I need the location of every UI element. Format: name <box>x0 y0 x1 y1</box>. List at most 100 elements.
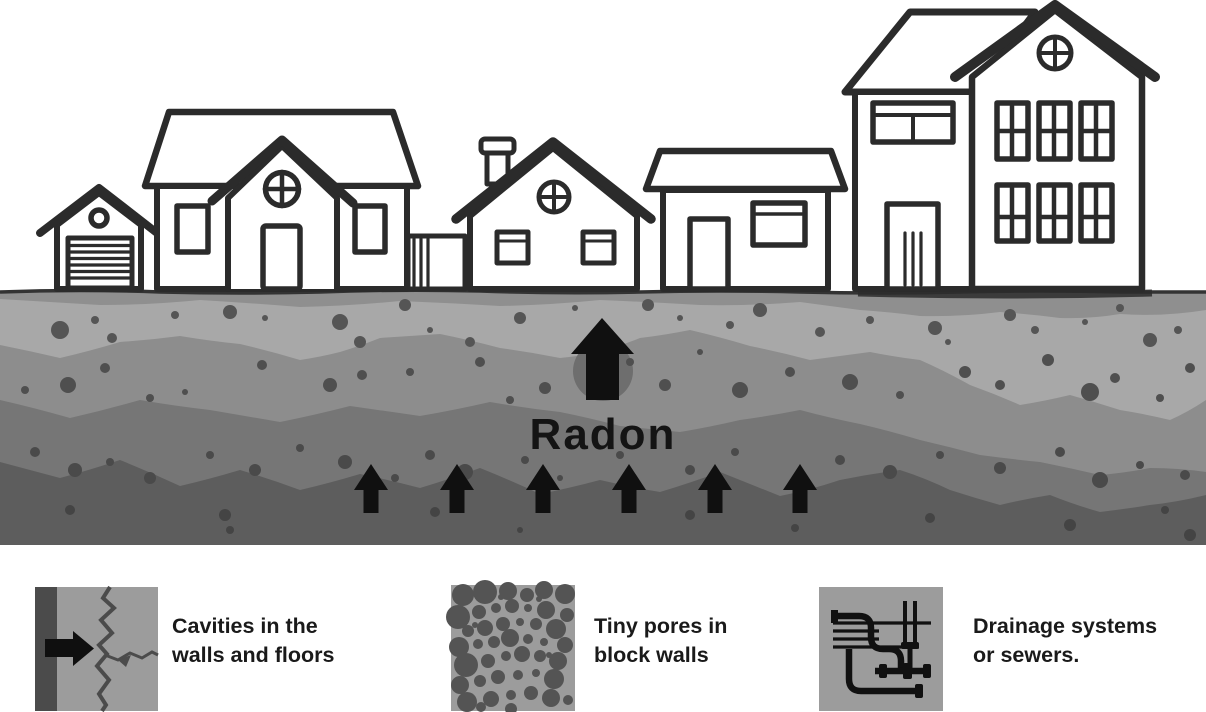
speckle <box>521 456 529 464</box>
speckle <box>1180 470 1190 480</box>
speckle <box>472 605 486 619</box>
speckle <box>296 444 304 452</box>
house-family <box>141 108 468 292</box>
speckle <box>65 505 75 515</box>
speckle <box>68 463 82 477</box>
speckle <box>505 703 517 712</box>
speckle <box>501 651 511 661</box>
speckle <box>106 458 114 466</box>
speckle <box>226 526 234 534</box>
speckle <box>323 378 337 392</box>
slatted-box <box>405 233 468 292</box>
speckle <box>514 312 526 324</box>
speckle <box>516 618 524 626</box>
speckle <box>1064 519 1076 531</box>
speckle <box>883 465 897 479</box>
speckle <box>1055 447 1065 457</box>
speckle <box>505 599 519 613</box>
speckle <box>520 588 534 602</box>
speckle <box>697 349 703 355</box>
speckle <box>530 618 542 630</box>
small-up-arrows <box>354 464 817 513</box>
legend-line: block walls <box>594 643 709 667</box>
speckle <box>555 584 575 604</box>
speckle <box>532 669 540 677</box>
speckle <box>182 389 188 395</box>
speckle <box>257 360 267 370</box>
speckle <box>994 462 1006 474</box>
speckle <box>513 670 523 680</box>
speckle <box>144 472 156 484</box>
legend-line: Drainage systems <box>973 614 1158 638</box>
speckle <box>546 619 566 639</box>
house-cottage <box>451 136 656 292</box>
speckle <box>1136 461 1144 469</box>
pores-icon <box>446 580 575 712</box>
speckle <box>21 386 29 394</box>
speckle <box>60 377 76 393</box>
legend-label-pores: Tiny pores in block walls <box>594 612 727 670</box>
speckle <box>535 581 553 599</box>
speckle <box>732 382 748 398</box>
small-up-arrow <box>698 464 732 513</box>
speckle <box>425 450 435 460</box>
speckle <box>1092 472 1108 488</box>
speckle <box>677 315 683 321</box>
speckle <box>626 358 634 366</box>
small-up-arrow <box>440 464 474 513</box>
speckle <box>842 374 858 390</box>
small-up-arrow <box>354 464 388 513</box>
speckle <box>465 337 475 347</box>
speckle <box>472 622 478 628</box>
speckle <box>542 689 560 707</box>
speckle <box>332 314 348 330</box>
speckle <box>483 691 499 707</box>
speckle <box>354 336 366 348</box>
speckle <box>449 637 469 657</box>
speckle <box>514 646 530 662</box>
soil-layer-1 <box>0 292 1206 420</box>
speckle <box>475 357 485 367</box>
speckle <box>391 474 399 482</box>
legend-line: walls and floors <box>172 643 335 667</box>
speckle <box>107 333 117 343</box>
speckle <box>685 465 695 475</box>
speckle <box>791 524 799 532</box>
small-up-arrow <box>783 464 817 513</box>
speckle <box>501 629 519 647</box>
ground-line-shadow <box>857 289 1153 299</box>
speckle <box>925 513 935 523</box>
speckle <box>945 339 951 345</box>
speckle <box>451 676 469 694</box>
speckle <box>928 321 942 335</box>
house-bungalow <box>642 147 849 292</box>
speckle <box>496 617 510 631</box>
speckle <box>549 652 567 670</box>
speckle <box>446 605 470 629</box>
speckle <box>406 368 414 376</box>
radon-label: Radon <box>530 410 677 459</box>
speckle <box>539 382 551 394</box>
speckle <box>616 451 624 459</box>
speckle <box>866 316 874 324</box>
speckle <box>474 675 486 687</box>
speckle <box>1143 333 1157 347</box>
speckle <box>536 596 542 602</box>
radon-arrows <box>354 318 817 513</box>
small-up-arrow <box>526 464 560 513</box>
speckle <box>835 455 845 465</box>
speckle <box>249 464 261 476</box>
speckle <box>171 311 179 319</box>
arrow-right-icon <box>45 631 94 666</box>
speckle <box>1031 326 1039 334</box>
door <box>260 223 303 292</box>
legend-line: Tiny pores in <box>594 614 728 638</box>
speckle <box>146 394 154 402</box>
legend-label-cavities: Cavities in the walls and floors <box>172 612 334 670</box>
speckle <box>454 653 478 677</box>
speckle <box>1185 363 1195 373</box>
speckle <box>557 637 573 653</box>
speckle <box>1004 309 1016 321</box>
speckle <box>506 396 514 404</box>
